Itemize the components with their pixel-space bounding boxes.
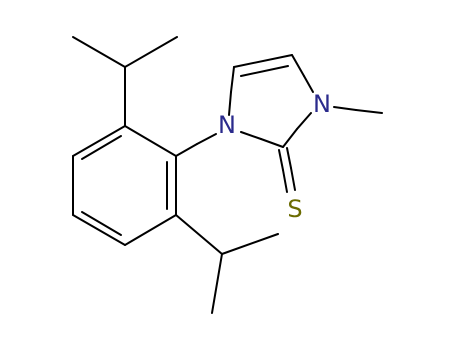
bond-c4-c5 <box>72 214 126 246</box>
bond-n3-c2 <box>282 128 298 148</box>
bond-c1-c2 <box>124 125 177 157</box>
bond-ch-me-left-top <box>72 36 126 68</box>
atom-label-s: S <box>287 195 302 223</box>
isopropyl-bottom <box>175 214 279 314</box>
bond-c2-c3 <box>72 125 126 157</box>
imidazole-ring <box>228 54 314 148</box>
atom-label-n3: N <box>313 90 331 118</box>
bond-ch-me-right-bottom <box>221 233 279 255</box>
bond-c4-n3 <box>291 54 305 77</box>
bond-aryl-n1 <box>175 143 198 157</box>
bond-c2-s-a-s-half <box>282 169 288 193</box>
bond-c2-n1-n-half <box>240 131 262 140</box>
bond-ch-me-down-bottom <box>211 253 223 314</box>
bond-c2-c3-inner <box>81 135 122 160</box>
bond-c5-c4-inner <box>240 65 289 77</box>
bond-c2-s-a <box>278 149 284 171</box>
benzene-ring <box>72 125 177 246</box>
bond-n3-c2-n-half <box>296 112 312 130</box>
bond-c2-s-b-s-half <box>290 167 296 191</box>
bond-c5-c6 <box>124 214 177 246</box>
bond-aryl-n1-n-half <box>196 133 217 145</box>
bond-n3-methyl-n-half <box>333 106 357 111</box>
atom-label-n1: N <box>218 111 236 139</box>
bond-c2-s-b <box>286 147 292 169</box>
thione-double-bond <box>278 147 296 193</box>
bond-n3-methyl <box>355 109 383 114</box>
bond-ring-ch-bottom <box>175 214 223 255</box>
bond-c4-n3-n-half <box>303 75 314 93</box>
bond-n1-c5-n-half <box>228 91 232 116</box>
bond-n1-c5 <box>230 66 235 93</box>
bond-c4-c5-inner <box>81 211 122 236</box>
bond-ch-me-right-top <box>124 36 178 68</box>
bond-c2-n1 <box>260 138 284 148</box>
bond-c5-c4 <box>233 54 293 68</box>
isopropyl-top <box>72 36 178 127</box>
